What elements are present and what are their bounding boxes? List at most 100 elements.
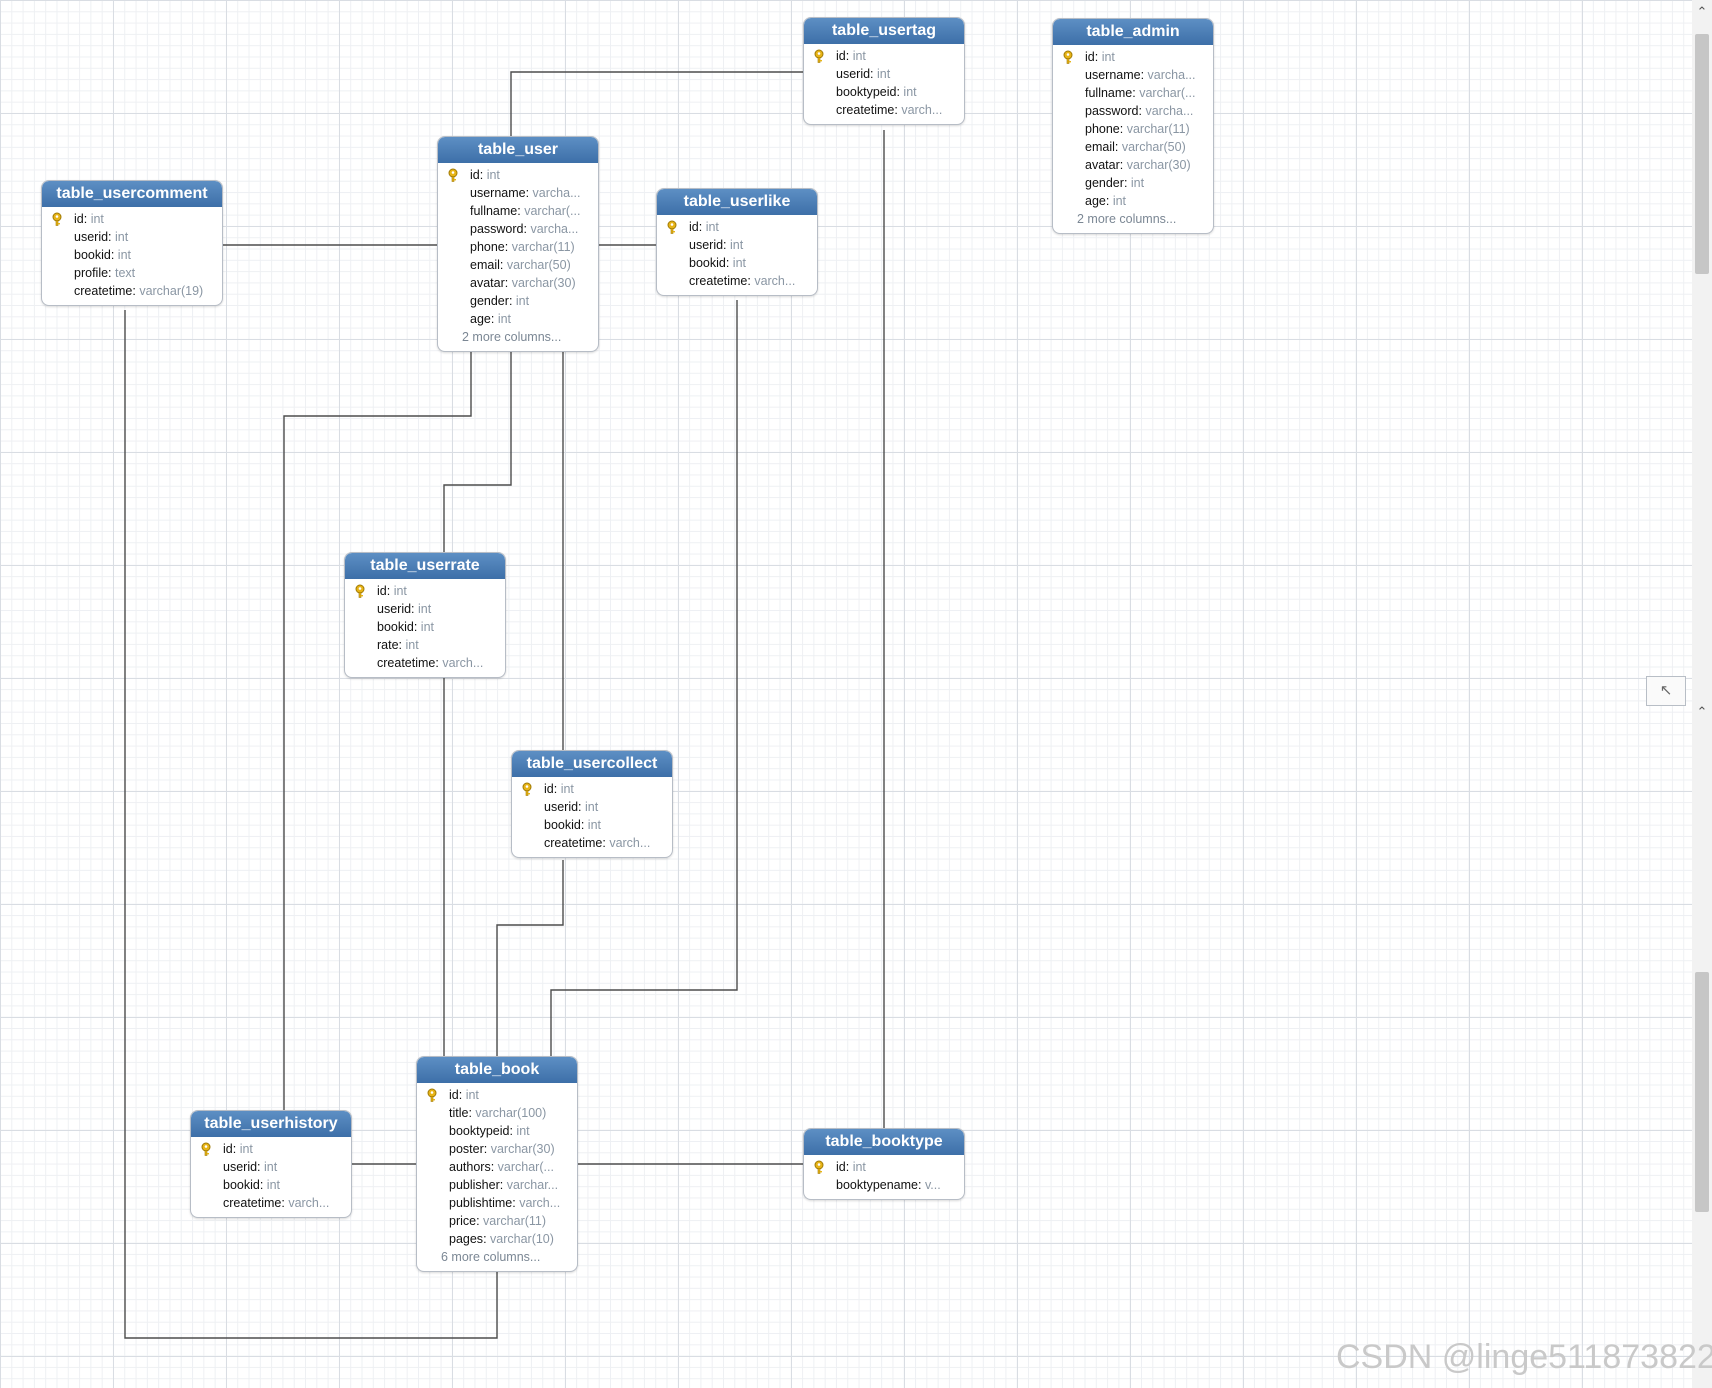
relationship-line[interactable] (283, 350, 472, 1110)
field-row[interactable]: id: int (804, 1158, 964, 1176)
field-row[interactable]: bookid: int (74, 248, 131, 262)
field-type: varchar(11) (483, 1214, 547, 1228)
entity-table-usercomment[interactable]: table_usercomment id: int userid: int booki… (41, 180, 223, 306)
field-name: createtime (223, 1196, 282, 1210)
field-row[interactable]: id: int (42, 210, 222, 228)
field-row[interactable]: title: varchar(100) (449, 1106, 547, 1120)
field-row[interactable]: poster: varchar(30) (449, 1142, 555, 1156)
field-row[interactable]: email: varchar(50) (470, 258, 571, 272)
field-row[interactable]: publishtime: varch... (449, 1196, 561, 1210)
field-row[interactable]: password: varcha... (470, 222, 579, 236)
field-row[interactable]: id: int (417, 1086, 577, 1104)
entity-title[interactable]: table_usertag (804, 18, 964, 44)
field-row[interactable]: bookid: int (377, 620, 434, 634)
field-row[interactable]: phone: varchar(11) (1085, 122, 1190, 136)
field-row[interactable]: booktypeid: int (836, 85, 917, 99)
field-row[interactable]: id: int (438, 166, 598, 184)
more-columns-label[interactable]: 6 more columns... (441, 1250, 541, 1264)
entity-title[interactable]: table_book (417, 1057, 577, 1083)
field-row[interactable]: createtime: varch... (223, 1196, 330, 1210)
field-name: id (377, 584, 387, 598)
field-name: bookid (223, 1178, 260, 1192)
field-row[interactable]: bookid: int (223, 1178, 280, 1192)
entity-title[interactable]: table_booktype (804, 1129, 964, 1155)
field-row[interactable]: createtime: varch... (377, 656, 484, 670)
entity-table-usertag[interactable]: table_usertag id: int userid: int booktypei… (803, 17, 965, 125)
entity-table-admin[interactable]: table_admin id: int username: varcha... ful… (1052, 18, 1214, 234)
arrow-up-left-icon[interactable]: ↖ (1646, 676, 1686, 706)
field-row[interactable]: id: int (657, 218, 817, 236)
entity-table-userrate[interactable]: table_userrate id: int userid: int bookid: … (344, 552, 506, 678)
field-row[interactable]: userid: int (223, 1160, 278, 1174)
entity-title[interactable]: table_userhistory (191, 1111, 351, 1137)
entity-title[interactable]: table_usercomment (42, 181, 222, 207)
field-row[interactable]: profile: text (74, 266, 136, 280)
relationship-line[interactable] (510, 71, 803, 136)
chevron-up-icon[interactable]: ⌃ (1696, 704, 1708, 719)
field-row[interactable]: fullname: varchar(... (1085, 86, 1196, 100)
field-row[interactable]: id: int (804, 47, 964, 65)
entity-title[interactable]: table_userlike (657, 189, 817, 215)
scrollbar-lower[interactable]: ⌃ (1692, 700, 1712, 1388)
entity-table-userlike[interactable]: table_userlike id: int userid: int bookid: … (656, 188, 818, 296)
field-row[interactable]: rate: int (377, 638, 419, 652)
field-row[interactable]: avatar: varchar(30) (1085, 158, 1191, 172)
field-row[interactable]: booktypename: v... (836, 1178, 941, 1192)
field-row[interactable]: phone: varchar(11) (470, 240, 575, 254)
field-row[interactable]: gender: int (470, 294, 530, 308)
field-type: int (90, 212, 104, 226)
relationship-line[interactable] (496, 860, 564, 1056)
scrollbar-thumb[interactable] (1695, 972, 1709, 1212)
field-row[interactable]: bookid: int (544, 818, 601, 832)
field-row[interactable]: gender: int (1085, 176, 1145, 190)
field-row[interactable]: price: varchar(11) (449, 1214, 547, 1228)
relationship-line[interactable] (550, 300, 738, 1056)
field-row[interactable]: username: varcha... (470, 186, 581, 200)
entity-title[interactable]: table_usercollect (512, 751, 672, 777)
field-row[interactable]: username: varcha... (1085, 68, 1196, 82)
field-row[interactable]: id: int (512, 780, 672, 798)
field-row[interactable]: createtime: varch... (836, 103, 943, 117)
field-row[interactable]: createtime: varch... (544, 836, 651, 850)
field-row[interactable]: userid: int (544, 800, 599, 814)
chevron-up-icon[interactable]: ⌃ (1696, 4, 1708, 19)
field-row[interactable]: id: int (1053, 48, 1213, 66)
field-name: userid (689, 238, 724, 252)
field-type: int (486, 168, 500, 182)
field-row[interactable]: pages: varchar(10) (449, 1232, 554, 1246)
field-row[interactable]: createtime: varch... (689, 274, 796, 288)
scrollbar-thumb[interactable] (1695, 34, 1709, 274)
more-columns-label[interactable]: 2 more columns... (1077, 212, 1177, 226)
field-row[interactable]: id: int (191, 1140, 351, 1158)
field-row[interactable]: publisher: varchar... (449, 1178, 559, 1192)
field-row[interactable]: booktypeid: int (449, 1124, 530, 1138)
entity-table-book[interactable]: table_book id: int title: varchar(100) book… (416, 1056, 578, 1272)
field-row[interactable]: authors: varchar(... (449, 1160, 554, 1174)
key-icon (812, 1160, 826, 1174)
field-row[interactable]: userid: int (689, 238, 744, 252)
entity-table-usercollect[interactable]: table_usercollect id: int userid: int booki… (511, 750, 673, 858)
entity-title[interactable]: table_admin (1053, 19, 1213, 45)
scrollbar-upper[interactable]: ⌃ (1692, 0, 1712, 700)
entity-table-booktype[interactable]: table_booktype id: int booktypename: v... (803, 1128, 965, 1200)
field-row[interactable]: fullname: varchar(... (470, 204, 581, 218)
field-row[interactable]: bookid: int (689, 256, 746, 270)
entity-table-userhistory[interactable]: table_userhistory id: int userid: int booki… (190, 1110, 352, 1218)
field-row[interactable]: id: int (345, 582, 505, 600)
relationship-line[interactable] (443, 350, 512, 552)
field-row[interactable]: userid: int (836, 67, 891, 81)
more-columns-label[interactable]: 2 more columns... (462, 330, 562, 344)
entity-title[interactable]: table_userrate (345, 553, 505, 579)
entity-title[interactable]: table_user (438, 137, 598, 163)
field-row[interactable]: age: int (1085, 194, 1127, 208)
field-row[interactable]: userid: int (74, 230, 129, 244)
field-row[interactable]: email: varchar(50) (1085, 140, 1186, 154)
field-row[interactable]: createtime: varchar(19) (74, 284, 204, 298)
field-row[interactable]: userid: int (377, 602, 432, 616)
field-row[interactable]: avatar: varchar(30) (470, 276, 576, 290)
field-row[interactable]: password: varcha... (1085, 104, 1194, 118)
entity-table-user[interactable]: table_user id: int username: varcha... full… (437, 136, 599, 352)
relationship-line[interactable] (124, 310, 498, 1339)
field-row[interactable]: age: int (470, 312, 512, 326)
